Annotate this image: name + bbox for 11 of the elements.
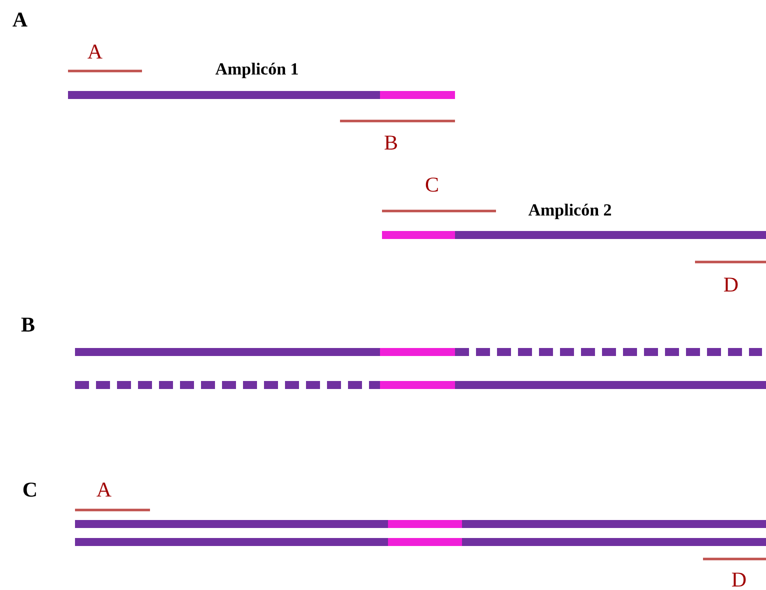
- primer-label: D: [723, 274, 739, 296]
- primer-label: A: [87, 42, 103, 62]
- panel-letter: A: [12, 10, 28, 30]
- primer-label: D: [731, 570, 747, 590]
- primer-label: B: [384, 132, 398, 154]
- panel-letter: C: [22, 480, 38, 500]
- amplicon-label: Amplicón 1: [215, 60, 299, 78]
- primer-label: C: [425, 174, 439, 196]
- panel-letter: B: [21, 314, 35, 336]
- amplicon-label: Amplicón 2: [528, 202, 612, 218]
- primer-label: A: [96, 480, 112, 500]
